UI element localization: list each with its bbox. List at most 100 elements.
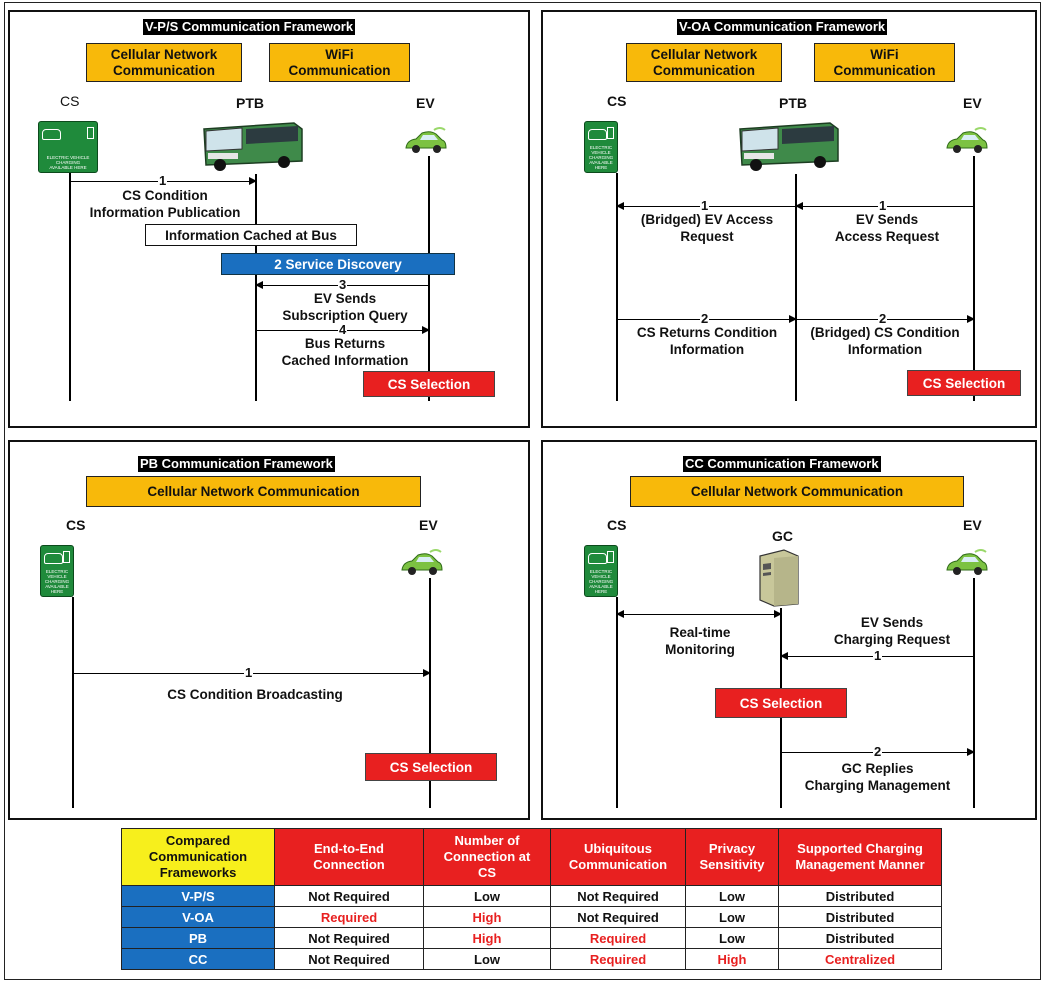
bus-icon: [203, 122, 303, 171]
table-cell: High: [685, 948, 779, 970]
comparison-table: Compared Communication Frameworks End-to…: [121, 828, 942, 970]
table-header-cell: Supported Charging Management Manner: [778, 828, 942, 886]
table-cell: Low: [685, 906, 779, 928]
electric-car-icon: [946, 127, 988, 153]
actor-cs: CS: [607, 517, 627, 533]
lifeline-ev: [973, 156, 975, 401]
service-discovery-bar: 2 Service Discovery: [221, 253, 455, 275]
step-label: (Bridged) EV Access Request: [640, 212, 774, 244]
cached-info-box: Information Cached at Bus: [145, 224, 357, 246]
step-label: CS Condition Information Publication: [89, 188, 241, 220]
table-cell: Low: [423, 885, 551, 907]
channel-cellular: Cellular Network Communication: [630, 476, 964, 507]
step-number: 1: [158, 173, 168, 188]
channel-cellular: Cellular Network Communication: [626, 43, 782, 82]
lifeline-ev: [429, 578, 431, 808]
lifeline-cs: [616, 597, 618, 808]
table-cell: Not Required: [550, 906, 686, 928]
table-row-header: PB: [121, 927, 275, 949]
step-number: 3: [338, 277, 348, 292]
actor-ev: EV: [963, 95, 982, 111]
cs-selection-box: CS Selection: [907, 370, 1021, 396]
cs-selection-box: CS Selection: [363, 371, 495, 397]
table-cell: Not Required: [274, 927, 424, 949]
table-cell: Required: [550, 948, 686, 970]
lifeline-cs: [69, 173, 71, 401]
actor-cs: CS: [60, 93, 80, 109]
lifeline-ev: [428, 156, 430, 401]
step-number: 2: [878, 311, 888, 326]
panel-title: V-OA Communication Framework: [677, 19, 888, 35]
sign-caption: ELECTRIC VEHICLE CHARGING AVAILABLE HERE: [46, 155, 90, 170]
table-cell: Not Required: [274, 885, 424, 907]
step-label: CS Returns Condition Information: [636, 325, 778, 357]
table-cell: High: [423, 906, 551, 928]
step-number: 2: [700, 311, 710, 326]
actor-ev: EV: [416, 95, 435, 111]
actor-ptb: PTB: [236, 95, 264, 111]
step-number: 2: [873, 744, 883, 759]
monitoring-label: Real-time Monitoring: [665, 625, 735, 657]
table-row-header: CC: [121, 948, 275, 970]
table-row-header: V-P/S: [121, 885, 275, 907]
channel-cellular: Cellular Network Communication: [86, 43, 242, 82]
bus-icon: [739, 122, 839, 171]
table-cell: High: [423, 927, 551, 949]
table-header-cell: Ubiquitous Communication: [550, 828, 686, 886]
sign-caption: ELECTRIC VEHICLE CHARGING AVAILABLE HERE: [588, 145, 614, 170]
step-label: EV Sends Access Request: [834, 212, 940, 244]
monitoring-arrow: [616, 610, 782, 618]
charging-station-sign-icon: ELECTRIC VEHICLE CHARGING AVAILABLE HERE: [40, 545, 74, 597]
lifeline-ev: [973, 578, 975, 808]
table-cell: Distributed: [778, 927, 942, 949]
step-label: EV Sends Charging Request: [833, 615, 951, 647]
actor-ptb: PTB: [779, 95, 807, 111]
charging-station-sign-icon: ELECTRIC VEHICLE CHARGING AVAILABLE HERE: [38, 121, 98, 173]
panel-title: CC Communication Framework: [683, 456, 881, 472]
table-cell: Distributed: [778, 906, 942, 928]
cs-selection-box: CS Selection: [365, 753, 497, 781]
sign-caption: ELECTRIC VEHICLE CHARGING AVAILABLE HERE: [588, 569, 614, 594]
server-icon: [759, 549, 799, 607]
table-cell: Not Required: [550, 885, 686, 907]
actor-ev: EV: [419, 517, 438, 533]
table-cell: Low: [423, 948, 551, 970]
charging-station-sign-icon: ELECTRIC VEHICLE CHARGING AVAILABLE HERE: [584, 121, 618, 173]
table-cell: Distributed: [778, 885, 942, 907]
table-header-cell: Number of Connection at CS: [423, 828, 551, 886]
table-cell: Required: [274, 906, 424, 928]
cs-selection-box: CS Selection: [715, 688, 847, 718]
step-label: (Bridged) CS Condition Information: [810, 325, 960, 357]
panel-title: V-P/S Communication Framework: [143, 19, 356, 35]
sign-caption: ELECTRIC VEHICLE CHARGING AVAILABLE HERE: [44, 569, 70, 594]
table-cell: Low: [685, 885, 779, 907]
actor-cs: CS: [66, 517, 86, 533]
table-cell: Not Required: [274, 948, 424, 970]
channel-cellular: Cellular Network Communication: [86, 476, 421, 507]
electric-car-icon: [401, 549, 443, 575]
actor-gc: GC: [772, 528, 793, 544]
charging-station-sign-icon: ELECTRIC VEHICLE CHARGING AVAILABLE HERE: [584, 545, 618, 597]
electric-car-icon: [405, 127, 447, 153]
step-number: 1: [244, 665, 254, 680]
step-number: 4: [338, 322, 348, 337]
table-header-cell: Privacy Sensitivity: [685, 828, 779, 886]
panel-title: PB Communication Framework: [138, 456, 335, 472]
step-number: 1: [873, 648, 883, 663]
step-label: CS Condition Broadcasting: [167, 687, 343, 702]
table-cell: Required: [550, 927, 686, 949]
step-label: Bus Returns Cached Information: [281, 336, 409, 368]
channel-wifi: WiFi Communication: [814, 43, 955, 82]
actor-cs: CS: [607, 93, 627, 109]
figure-frame: [4, 2, 1041, 980]
table-header-cell: Compared Communication Frameworks: [121, 828, 275, 886]
channel-wifi: WiFi Communication: [269, 43, 410, 82]
table-header-row: Compared Communication Frameworks End-to…: [121, 828, 942, 886]
step-number: 1: [878, 198, 888, 213]
lifeline-ptb: [795, 174, 797, 401]
step-label: EV Sends Subscription Query: [282, 291, 408, 323]
table-cell: Low: [685, 927, 779, 949]
step-number: 1: [700, 198, 710, 213]
